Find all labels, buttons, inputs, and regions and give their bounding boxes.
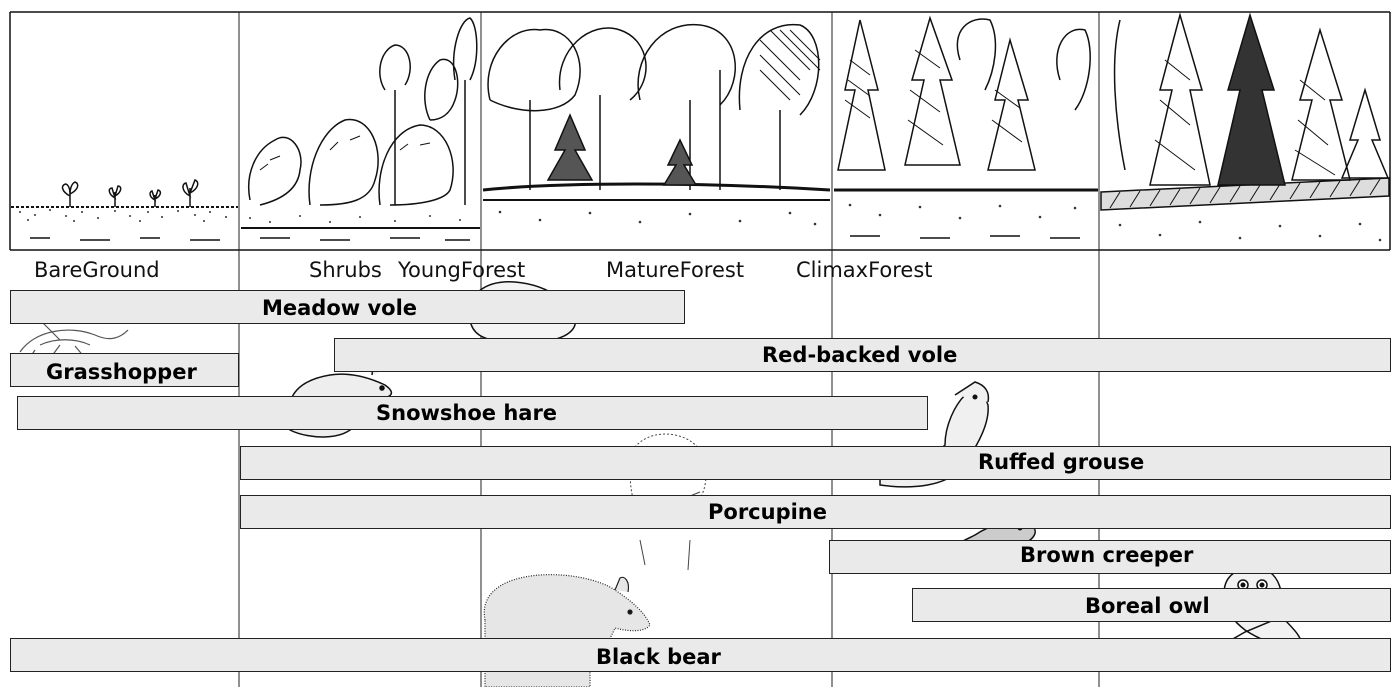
stage-label-bare-ground: BareGround	[34, 258, 160, 282]
climax-forest-scene	[1101, 15, 1389, 241]
mature-forest-scene	[834, 18, 1098, 238]
stage-label-mature-forest: MatureForest	[606, 258, 744, 282]
species-label-red-backed-vole: Red-backed vole	[762, 345, 957, 366]
species-label-porcupine: Porcupine	[708, 502, 827, 523]
species-label-brown-creeper: Brown creeper	[1020, 545, 1193, 566]
stage-label-shrubs: Shrubs	[309, 258, 382, 282]
stage-label-climax-forest: ClimaxForest	[796, 258, 933, 282]
plant-icon	[63, 180, 198, 207]
species-label-black-bear: Black bear	[596, 647, 721, 668]
species-label-meadow-vole: Meadow vole	[262, 298, 417, 319]
bare-ground-scene	[11, 180, 239, 240]
species-label-grasshopper: Grasshopper	[46, 362, 197, 383]
young-forest-scene	[483, 25, 830, 226]
species-label-boreal-owl: Boreal owl	[1085, 596, 1210, 617]
species-label-snowshoe-hare: Snowshoe hare	[376, 403, 557, 424]
species-label-ruffed-grouse: Ruffed grouse	[978, 452, 1144, 473]
stage-label-young-forest: YoungForest	[398, 258, 525, 282]
range-bar-ruffed-grouse	[240, 446, 1391, 480]
shrubs-scene	[241, 18, 480, 240]
tree-icon	[548, 115, 696, 185]
